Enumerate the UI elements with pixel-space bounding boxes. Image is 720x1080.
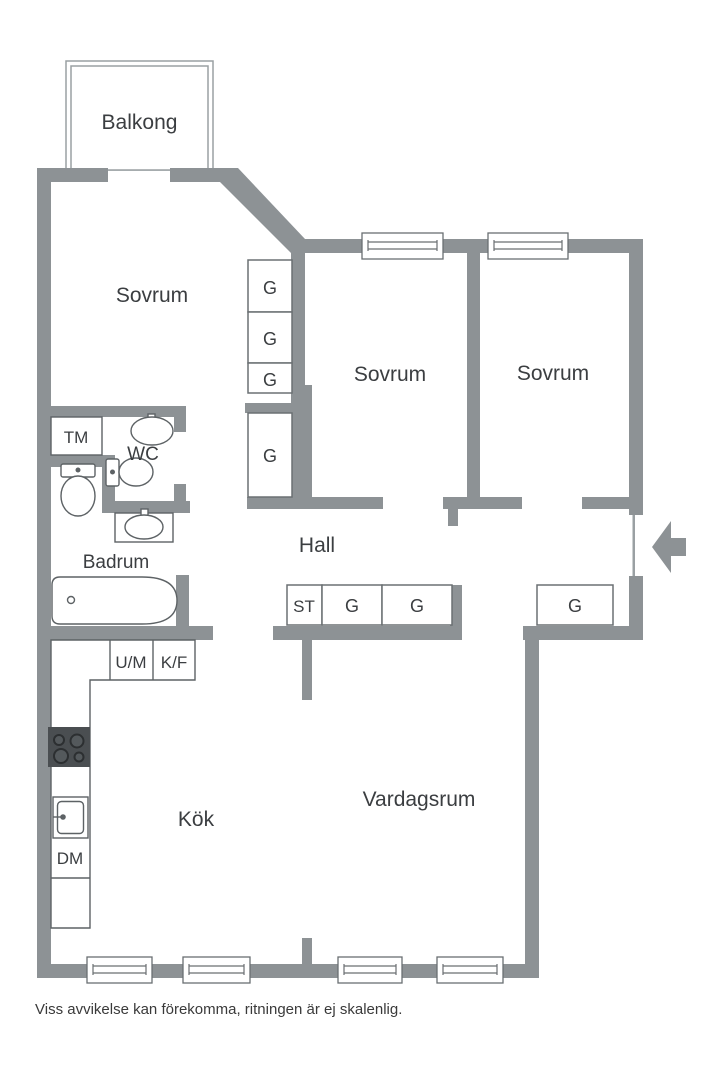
wall-top-left-of-balcony-door bbox=[37, 168, 108, 182]
wall-hall-north-stub bbox=[448, 509, 458, 526]
wall-top-right-of-balcony-door bbox=[170, 168, 225, 182]
label-closet-g: G bbox=[263, 278, 277, 298]
room-label-livingroom: Vardagsrum bbox=[363, 788, 476, 811]
stove-icon bbox=[48, 727, 90, 767]
label-closet-g: G bbox=[263, 446, 277, 466]
wall-hall-closet-right bbox=[450, 585, 462, 626]
room-label-bedroom-1: Sovrum bbox=[116, 284, 188, 307]
room-label-bedroom-2: Sovrum bbox=[354, 363, 426, 386]
wall-diagonal bbox=[220, 168, 305, 253]
entry-door-line bbox=[632, 515, 635, 576]
label-closet-g: G bbox=[345, 596, 359, 616]
windows bbox=[86, 232, 569, 984]
bathroom-sink-icon bbox=[114, 508, 174, 543]
entrance-arrow-icon bbox=[652, 521, 686, 573]
room-label-wc: WC bbox=[127, 444, 159, 465]
label-closet-g: G bbox=[263, 329, 277, 349]
wall-hall-north-right bbox=[582, 497, 643, 509]
wall-bedroom1-bottom bbox=[51, 406, 186, 417]
label-dishwasher: DM bbox=[57, 849, 83, 868]
wc-door-jamb-top bbox=[174, 417, 186, 432]
wc-sink-icon bbox=[130, 416, 174, 446]
label-closet-g: G bbox=[263, 370, 277, 390]
window bbox=[436, 956, 504, 984]
wall-wc-bottom bbox=[102, 501, 190, 513]
wall-under-right-closet bbox=[523, 626, 643, 640]
label-fridge-freezer: K/F bbox=[161, 653, 187, 672]
wall-bottom-outer bbox=[37, 964, 539, 978]
bathtub-icon bbox=[51, 576, 178, 625]
room-labels: Balkong Sovrum Sovrum Sovrum Hall WC TM … bbox=[57, 111, 589, 868]
kitchen-fixtures bbox=[48, 639, 196, 929]
closets bbox=[247, 259, 614, 626]
bathroom-toilet-icon bbox=[60, 463, 96, 517]
wall-right-outer-upper bbox=[629, 239, 643, 515]
wall-left-outer bbox=[37, 168, 51, 978]
wc-toilet-icon bbox=[105, 457, 154, 487]
label-closet-g: G bbox=[410, 596, 424, 616]
wall-above-lower-closet bbox=[245, 403, 295, 413]
wall-hall-stub-down bbox=[302, 640, 312, 700]
room-label-bathroom: Badrum bbox=[83, 552, 150, 573]
wall-bathroom-right bbox=[176, 575, 189, 626]
wall-kitchen-stub-up bbox=[302, 938, 312, 964]
kitchen-sink-icon bbox=[52, 796, 89, 839]
washing-machine-icon bbox=[50, 416, 103, 456]
disclaimer-text: Viss avvikelse kan förekomma, ritningen … bbox=[35, 1001, 402, 1018]
window bbox=[361, 232, 444, 260]
kitchen-counter bbox=[50, 639, 196, 929]
wall-hall-north-mid bbox=[443, 497, 522, 509]
room-label-bedroom-3: Sovrum bbox=[517, 362, 589, 385]
wall-kitchen-top bbox=[37, 626, 213, 640]
label-washing-machine: TM bbox=[64, 428, 89, 447]
room-label-kitchen: Kök bbox=[178, 808, 215, 831]
label-closet-st: ST bbox=[293, 597, 315, 616]
wc-door-jamb-bottom bbox=[174, 484, 186, 502]
wall-bedroom-divider bbox=[467, 239, 480, 497]
closet-g-right bbox=[536, 584, 614, 626]
balcony-inner-rail bbox=[70, 65, 209, 171]
closet-g-4 bbox=[247, 412, 293, 498]
closet-g-2 bbox=[247, 311, 293, 364]
window bbox=[86, 956, 153, 984]
balcony bbox=[65, 60, 214, 171]
window bbox=[182, 956, 251, 984]
room-label-balcony: Balkong bbox=[102, 111, 178, 134]
wall-bedroom1-right-upper bbox=[291, 239, 305, 385]
label-oven-microwave: U/M bbox=[115, 653, 146, 672]
closet-g-3 bbox=[247, 362, 293, 394]
window bbox=[487, 232, 569, 260]
walls bbox=[37, 168, 643, 978]
label-closet-g: G bbox=[568, 596, 582, 616]
wall-livingroom-right bbox=[525, 640, 539, 978]
closet-g-hall-2 bbox=[381, 584, 453, 626]
bathroom-fixtures bbox=[50, 413, 178, 625]
window bbox=[337, 956, 403, 984]
room-label-hall: Hall bbox=[299, 534, 335, 557]
wall-right-outer-below-entry bbox=[629, 576, 643, 640]
wall-bedroom1-right-lower bbox=[291, 385, 312, 500]
closet-g-1 bbox=[247, 259, 293, 313]
wall-hall-closet-bottom bbox=[273, 626, 462, 640]
wall-hall-north-left bbox=[247, 497, 383, 509]
